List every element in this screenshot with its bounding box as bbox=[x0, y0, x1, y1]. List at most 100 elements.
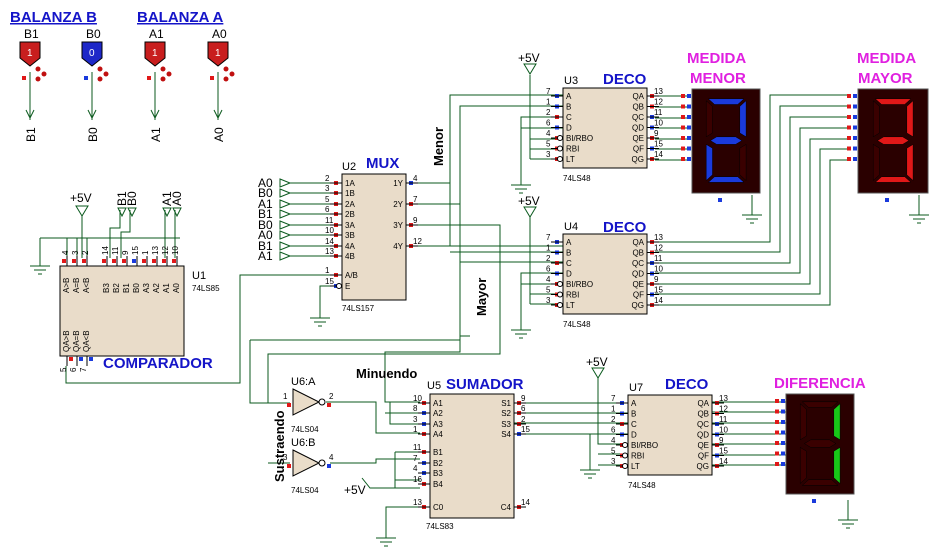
pin-number: 1 bbox=[413, 425, 418, 434]
pin-label: LT bbox=[631, 462, 640, 471]
chip-part: 74LS85 bbox=[192, 284, 220, 293]
mux-title: MUX bbox=[366, 155, 399, 172]
pin-number: 7 bbox=[413, 454, 418, 463]
chip-part: 74LS04 bbox=[291, 486, 319, 495]
net-a1: A1 bbox=[149, 127, 163, 142]
pin-label: 3Y bbox=[393, 221, 403, 230]
pin-label: QA bbox=[697, 399, 709, 408]
chip-part: 74LS48 bbox=[563, 174, 591, 183]
pin-number: 14 bbox=[101, 246, 110, 255]
pin-number: 7 bbox=[611, 394, 616, 403]
switch-body[interactable] bbox=[19, 41, 41, 67]
pin-label: BI/RBO bbox=[566, 134, 593, 143]
medida-mayor-title-1: MEDIDA bbox=[857, 50, 916, 67]
pin-number: 9 bbox=[654, 275, 659, 284]
pin-label: B bbox=[566, 103, 571, 112]
pin-label: QA bbox=[632, 238, 644, 247]
net-b1: B1 bbox=[24, 127, 38, 142]
net-a0: A0 bbox=[212, 127, 226, 142]
pin-number: 12 bbox=[654, 98, 663, 107]
pin-label: RBI bbox=[566, 291, 579, 300]
chip-ref: U3 bbox=[564, 75, 578, 87]
pin-label: C bbox=[566, 259, 572, 268]
pin-number: 8 bbox=[413, 404, 418, 413]
pin-number: 15 bbox=[654, 140, 663, 149]
pin-label: A bbox=[631, 399, 637, 408]
pin-label: 3A bbox=[345, 221, 355, 230]
switch-state: 1 bbox=[152, 48, 158, 59]
pin-number: 10 bbox=[325, 226, 334, 235]
pin-label: B1 bbox=[433, 448, 443, 457]
pin-number: 2 bbox=[611, 415, 616, 424]
chip-u2: 1A21B32A52B63A113B104A144B13A/B1E151Y42Y… bbox=[325, 161, 422, 313]
pin-number: 1 bbox=[283, 392, 288, 401]
displays bbox=[681, 88, 929, 503]
chip-part: 74LS83 bbox=[426, 522, 454, 531]
pin-label: D bbox=[631, 431, 637, 440]
pin-number: 10 bbox=[654, 265, 663, 274]
net-b0: B0 bbox=[86, 127, 100, 142]
pin-label: QG bbox=[697, 462, 709, 471]
pin-number: 11 bbox=[111, 246, 120, 255]
vcc-u7: +5V bbox=[586, 355, 608, 369]
mux-input-3: B1 bbox=[258, 207, 273, 221]
pin-number: 6 bbox=[546, 265, 551, 274]
pin-number: 2 bbox=[521, 415, 526, 424]
chip-part: 74LS04 bbox=[291, 425, 319, 434]
net-sustraendo: Sustraendo bbox=[272, 410, 287, 482]
pin-label: A1 bbox=[433, 399, 443, 408]
switch-body[interactable] bbox=[81, 41, 103, 67]
pin-label: C bbox=[631, 420, 637, 429]
pin-number: 2 bbox=[546, 108, 551, 117]
pin-label: C4 bbox=[501, 503, 512, 512]
comparador-title: COMPARADOR bbox=[103, 355, 213, 372]
pin-label: S2 bbox=[501, 409, 511, 418]
pin-number: 14 bbox=[654, 296, 663, 305]
pin-number: 12 bbox=[654, 244, 663, 253]
pin-number: 14 bbox=[521, 498, 530, 507]
cmp-in-b0: B0 bbox=[125, 191, 139, 206]
chip-ref: U2 bbox=[342, 161, 356, 173]
switch-a1[interactable]: A11 bbox=[144, 27, 172, 120]
pin-label: LT bbox=[566, 301, 575, 310]
pin-label: S3 bbox=[501, 420, 511, 429]
pin-number: 10 bbox=[719, 426, 728, 435]
pin-label: A=B bbox=[72, 278, 81, 293]
pin-label: B3 bbox=[433, 469, 443, 478]
pin-label: A<B bbox=[82, 278, 91, 293]
pin-number: 15 bbox=[719, 447, 728, 456]
pin-number: 1 bbox=[611, 405, 616, 414]
pin-label: A/B bbox=[345, 271, 358, 280]
pin-number: 10 bbox=[171, 246, 180, 255]
pin-number: 15 bbox=[654, 286, 663, 295]
switch-b1[interactable]: B11 bbox=[19, 27, 47, 120]
switch-label: B1 bbox=[24, 27, 39, 41]
pin-label: B1 bbox=[122, 283, 131, 293]
chip-u5: A110A28A33A41B111B27B34B416C013S19S26S32… bbox=[413, 380, 530, 531]
mux-input-0: A0 bbox=[258, 176, 273, 190]
pin-number: 6 bbox=[611, 426, 616, 435]
switch-b0[interactable]: B00 bbox=[81, 27, 109, 120]
signal-labels: B1 B0 A1 A0 B1 B0 A1 A0 +5V +5V +5V +5V … bbox=[24, 51, 608, 497]
switch-body[interactable] bbox=[207, 41, 229, 67]
chip-u4: A7B1C2D6BI/RBO4RBI5LT3QA13QB12QC11QD10QE… bbox=[546, 221, 663, 329]
pin-label: QC bbox=[632, 259, 644, 268]
medida-mayor-title-2: MAYOR bbox=[858, 70, 913, 87]
pin-number: 3 bbox=[71, 250, 80, 255]
pin-label: A3 bbox=[433, 420, 443, 429]
pin-label: A1 bbox=[162, 283, 171, 293]
pin-label: 4A bbox=[345, 242, 355, 251]
pin-number: 6 bbox=[546, 119, 551, 128]
vcc-u3: +5V bbox=[518, 51, 540, 65]
chip-part: 74LS157 bbox=[342, 304, 375, 313]
net-menor: Menor bbox=[431, 127, 446, 166]
pin-label: A0 bbox=[172, 283, 181, 293]
chip-ref: U7 bbox=[629, 382, 643, 394]
pin-label: QB bbox=[632, 103, 644, 112]
deco-title-3: DECO bbox=[665, 376, 709, 393]
switch-state: 0 bbox=[89, 48, 95, 59]
switch-body[interactable] bbox=[144, 41, 166, 67]
pin-number: 11 bbox=[325, 216, 334, 225]
switch-a0[interactable]: A01 bbox=[207, 27, 235, 120]
pin-number: 12 bbox=[161, 246, 170, 255]
